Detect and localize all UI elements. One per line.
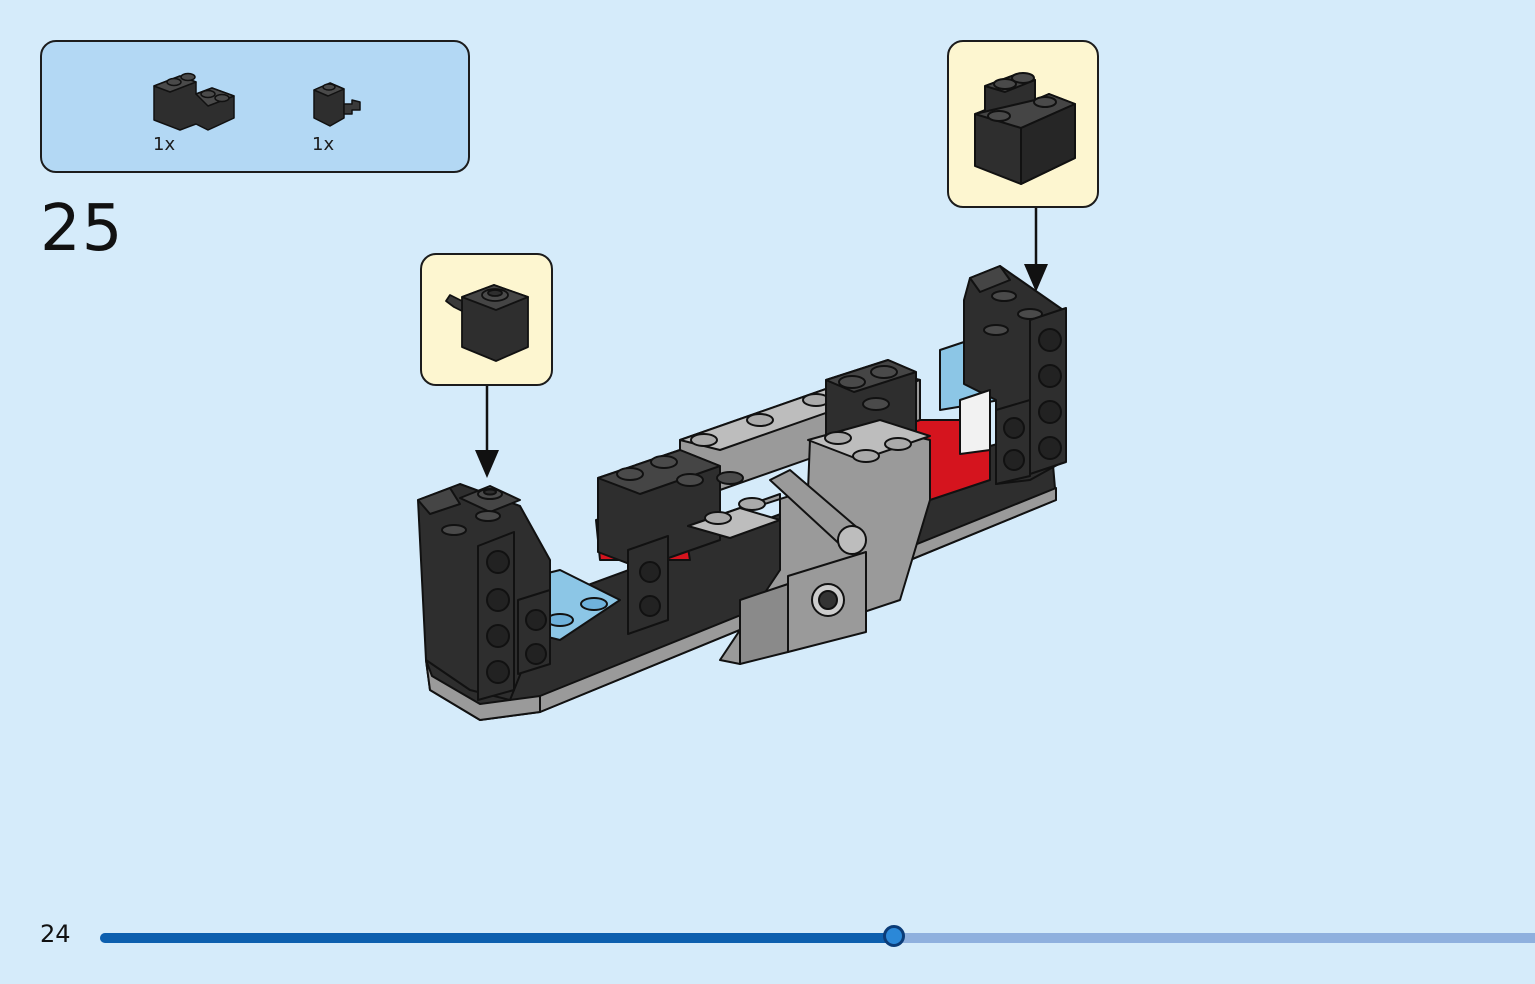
part-count: 1x bbox=[153, 134, 176, 155]
brick-corner-2x2-black-icon bbox=[974, 72, 1076, 185]
callout-box bbox=[947, 40, 1099, 208]
brick-1x1-clip-black-icon bbox=[445, 284, 529, 362]
brick-1x1-clip-black-icon bbox=[313, 82, 361, 127]
brick-corner-2x2-black-icon bbox=[153, 72, 235, 131]
part-count: 1x bbox=[312, 134, 335, 155]
part-item bbox=[150, 64, 240, 134]
progress-bar bbox=[100, 925, 1535, 947]
page-number: 24 bbox=[40, 920, 71, 948]
callout-box bbox=[420, 253, 553, 386]
placement-arrow bbox=[475, 208, 1048, 478]
progress-fill bbox=[100, 933, 894, 943]
parts-list-box: 1x 1x bbox=[40, 40, 470, 173]
step-number: 25 bbox=[40, 192, 124, 266]
progress-knob bbox=[882, 925, 905, 947]
part-item bbox=[310, 76, 366, 132]
